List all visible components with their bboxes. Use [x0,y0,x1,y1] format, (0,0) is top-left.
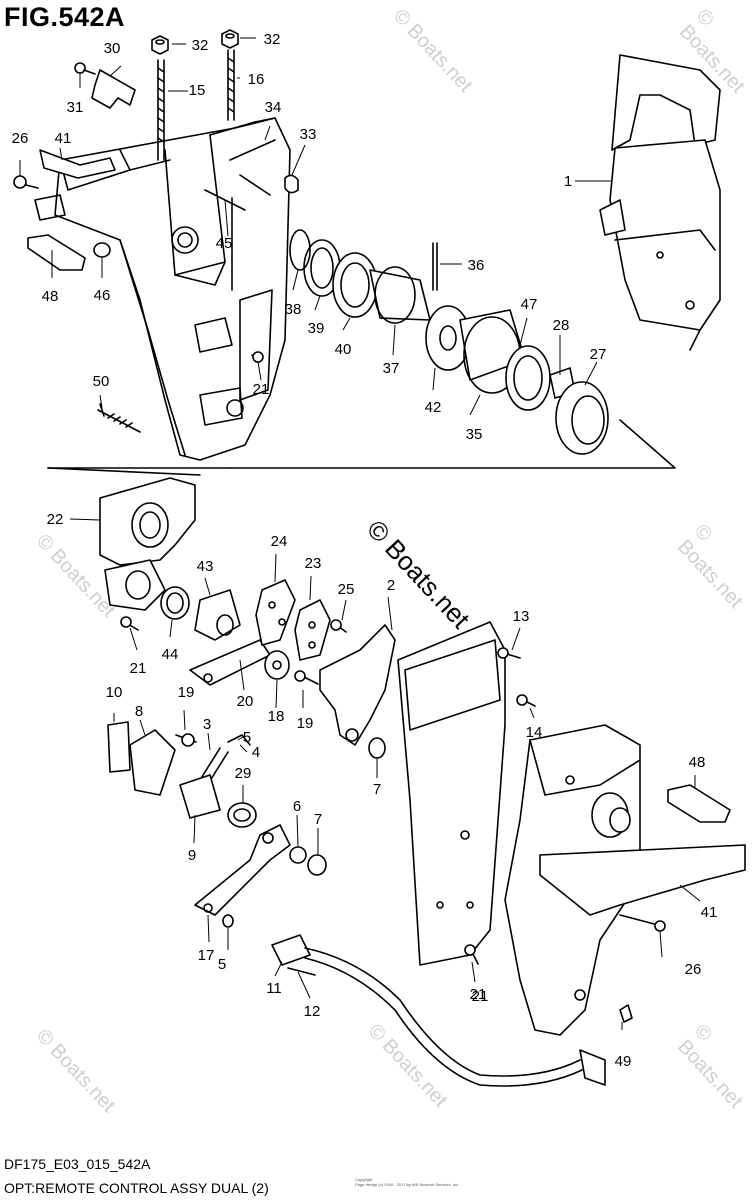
callout-label-29: 29 [235,765,252,782]
callout-label-28: 28 [553,317,570,334]
callout-label-48: 48 [689,754,706,771]
callout-label-1: 1 [564,173,572,190]
callout-label-41: 41 [55,130,72,147]
callout-label-17: 17 [198,947,215,964]
callout-label-4: 4 [252,744,260,761]
callout-label-21: 21 [470,986,487,1003]
callout-label-18: 18 [268,708,285,725]
callout-label-46: 46 [94,287,111,304]
callout-label-23: 23 [305,555,322,572]
callout-label-5: 5 [218,956,226,973]
callout-label-31: 31 [67,99,84,116]
callout-label-43: 43 [197,558,214,575]
callout-label-42: 42 [425,399,442,416]
callout-label-9: 9 [188,847,196,864]
callout-label-32: 32 [264,31,281,48]
callout-label-49: 49 [615,1053,632,1070]
callout-label-7: 7 [373,781,381,798]
callout-label-2: 2 [387,577,395,594]
callout-label-14: 14 [526,724,543,741]
callout-label-25: 25 [338,581,355,598]
figure-code: DF175_E03_015_542A [4,1156,151,1172]
callout-label-20: 20 [237,693,254,710]
callout-label-32: 32 [192,37,209,54]
copyright-line-2: Page design (c) 2004 - 2017 by ARI Netwo… [355,1182,460,1187]
callout-label-26: 26 [12,130,29,147]
callout-label-5: 5 [243,729,251,746]
callout-label-8: 8 [135,703,143,720]
callout-label-41: 41 [701,904,718,921]
callout-label-3: 3 [203,716,211,733]
stud-16 [227,49,235,121]
callout-label-27: 27 [590,346,607,363]
nut-32-b [221,29,239,49]
callout-label-10: 10 [106,684,123,701]
callout-label-47: 47 [521,296,538,313]
callout-label-26: 26 [685,961,702,978]
callout-label-50: 50 [93,373,110,390]
callout-label-33: 33 [300,126,317,143]
callout-label-44: 44 [162,646,179,663]
nut-32-a [151,35,169,55]
callout-label-19: 19 [297,715,314,732]
callout-label-40: 40 [335,341,352,358]
copyright-notice: Copyright Page design (c) 2004 - 2017 by… [355,1177,475,1187]
callout-label-30: 30 [104,40,121,57]
callout-label-7: 7 [314,811,322,828]
callout-label-15: 15 [189,82,206,99]
callout-label-6: 6 [293,798,301,815]
callout-label-45: 45 [216,235,233,252]
control-handle-unit-1 [599,54,721,351]
callout-label-34: 34 [265,99,282,116]
callout-label-11: 11 [266,980,282,997]
callout-label-48: 48 [42,288,59,305]
callout-labels: 1234556778910111213141516171819192021212… [12,31,718,1070]
callout-label-37: 37 [383,360,400,377]
callout-label-21: 21 [253,381,270,398]
callout-label-39: 39 [308,320,325,337]
callout-label-36: 36 [468,257,485,274]
callout-label-13: 13 [513,608,530,625]
figure-title: FIG.542A [4,2,126,32]
callout-label-38: 38 [285,301,302,318]
callout-label-12: 12 [304,1003,321,1020]
callout-label-35: 35 [466,426,483,443]
callout-label-16: 16 [248,71,265,88]
callout-label-21: 21 [472,988,489,1005]
callout-label-22: 22 [47,511,64,528]
callout-label-24: 24 [271,533,288,550]
figure-description: OPT:REMOTE CONTROL ASSY DUAL (2) [4,1180,269,1196]
stud-15 [157,59,165,161]
copyright-line-1: Copyright [355,1177,373,1182]
callout-label-19: 19 [178,684,195,701]
callout-label-21: 21 [130,660,147,677]
